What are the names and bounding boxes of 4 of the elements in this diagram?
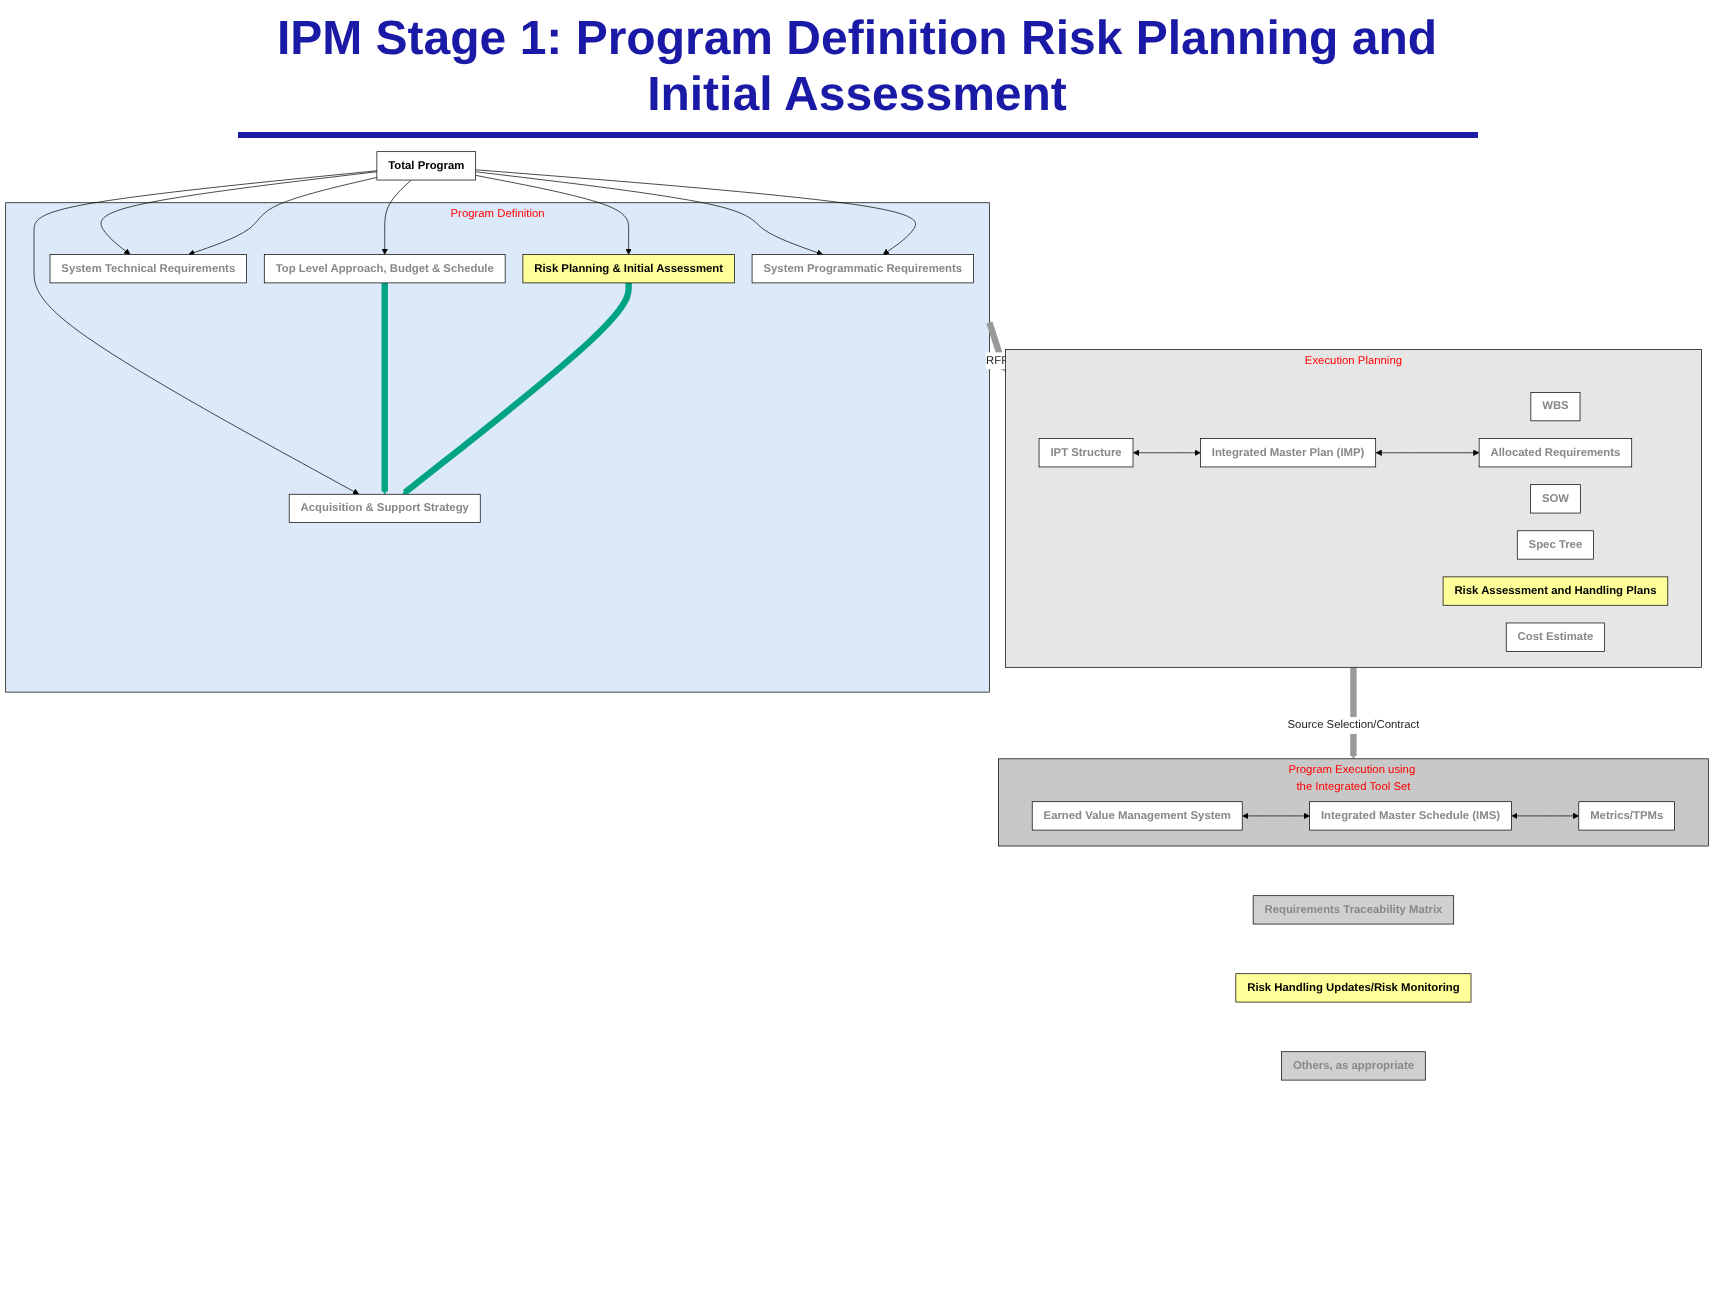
arrow: [402, 282, 632, 495]
arrow: [1350, 667, 1357, 760]
arrow: [381, 282, 388, 495]
diagram-title: IPM Stage 1: Program Definition Risk Planning and Initial Assessment: [237, 12, 1477, 138]
